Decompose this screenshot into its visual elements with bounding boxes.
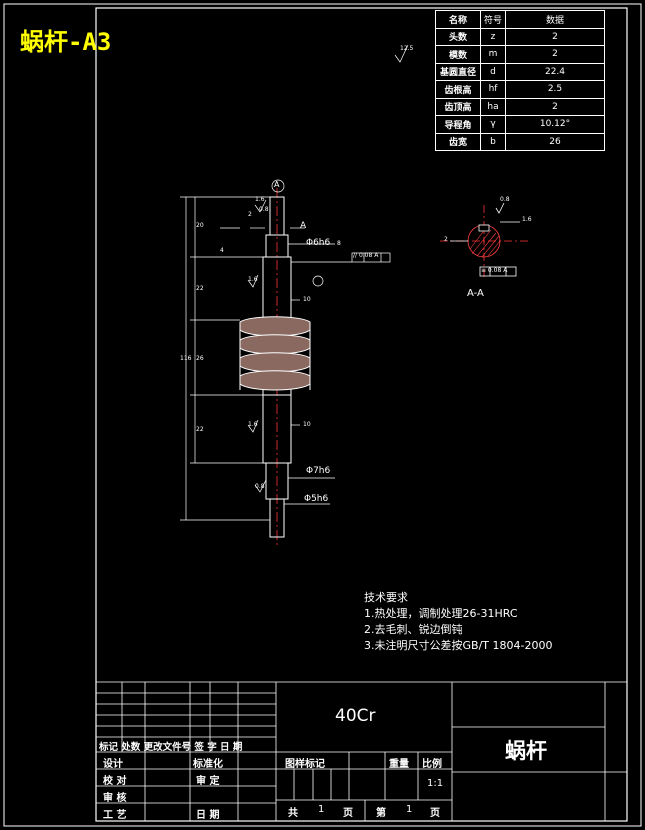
- header-name: 名称: [435, 10, 481, 29]
- worm-shaft: [239, 188, 311, 545]
- material-label: 40Cr: [335, 706, 376, 726]
- row-name: 齿宽: [435, 132, 481, 151]
- section-dim-top: 0.8: [500, 196, 510, 203]
- tech-req-item: 2.去毛刺、锐边倒钝: [364, 623, 463, 636]
- technical-requirements: 技术要求 1.热处理，调制处理26-31HRC 2.去毛刺、锐边倒钝 3.未注明…: [364, 590, 552, 654]
- dim-4-label: 4: [220, 247, 224, 254]
- section-dim-right: 1.6: [522, 216, 532, 223]
- scale-label: 比例: [422, 759, 442, 770]
- row-symbol: ha: [480, 97, 506, 116]
- sheets-total-value: 1: [318, 804, 325, 815]
- section-tolerance: ≡ 0.08 A: [481, 267, 508, 274]
- dim-20-label: 20: [196, 222, 204, 229]
- table-row: 齿宽 b 26: [435, 132, 605, 151]
- row-value: 22.4: [505, 62, 605, 81]
- dim-2-label: 2: [248, 211, 252, 218]
- roughness-1-label: 1.6: [255, 196, 265, 203]
- dim-10b-label: 10: [303, 421, 311, 428]
- row-value: 2: [505, 27, 605, 46]
- row-symbol: γ: [480, 115, 506, 134]
- sheet-title: 蜗杆-A3: [20, 28, 112, 56]
- sheet-no-value: 1: [406, 804, 413, 815]
- outer-frame: [3, 3, 642, 827]
- dim-8-label: 8: [337, 240, 341, 247]
- row-name: 模数: [435, 45, 481, 64]
- process-label: 工 艺: [103, 810, 127, 821]
- row-value: 2: [505, 97, 605, 116]
- section-aa: [440, 202, 528, 278]
- section-label: A-A: [467, 288, 484, 299]
- roughness-symbols: [247, 44, 409, 493]
- parameter-table-header: 名称 符号 数据: [435, 10, 605, 29]
- dim-7h6-label: Φ7h6: [306, 466, 331, 476]
- roughness-2-label: 1.6: [248, 276, 258, 283]
- row-value: 2: [505, 45, 605, 64]
- standardize-label: 标准化: [193, 759, 223, 770]
- review-label: 审 定: [196, 776, 220, 787]
- roughness-3-label: 1.6: [248, 421, 258, 428]
- date-label: 日 期: [196, 810, 220, 821]
- row-symbol: d: [480, 62, 506, 81]
- tech-req-title: 技术要求: [364, 591, 408, 604]
- table-row: 导程角 γ 10.12°: [435, 115, 605, 134]
- sheet-unit2-label: 页: [430, 808, 440, 819]
- roughness-4-label: 0.8: [255, 483, 265, 490]
- inner-frame: [95, 7, 628, 822]
- dim-26-label: 26: [196, 355, 204, 362]
- datum-a-label: A: [274, 180, 280, 189]
- sheet-unit-label: 页: [343, 808, 353, 819]
- tech-req-item: 1.热处理，调制处理26-31HRC: [364, 607, 518, 620]
- table-row: 模数 m 2: [435, 45, 605, 64]
- row-name: 头数: [435, 27, 481, 46]
- row-symbol: z: [480, 27, 506, 46]
- dim-5h6-label: Φ5h6: [304, 494, 329, 504]
- row-value: 26: [505, 132, 605, 151]
- revision-header: 标记 处数 更改文件号 签 字 日 期: [99, 742, 243, 753]
- row-symbol: hf: [480, 80, 506, 99]
- row-name: 齿顶高: [435, 97, 481, 116]
- dim-6h6-label: Φ6h6: [306, 238, 331, 248]
- weight-label: 重量: [389, 759, 409, 770]
- roughness-5-label: 0.8: [259, 206, 269, 213]
- row-symbol: b: [480, 132, 506, 151]
- table-row: 齿根高 hf 2.5: [435, 80, 605, 99]
- section-dim-left: 2: [444, 236, 448, 243]
- sheets-total-label: 共: [288, 808, 298, 819]
- table-row: 齿顶高 ha 2: [435, 97, 605, 116]
- row-value: 10.12°: [505, 115, 605, 134]
- sheet-no-label: 第: [376, 808, 386, 819]
- design-label: 设计: [103, 759, 123, 770]
- scale-value: 1:1: [427, 778, 444, 789]
- row-value: 2.5: [505, 80, 605, 99]
- roughness-top-label: 12.5: [400, 45, 414, 52]
- section-marker-label: A: [300, 221, 307, 231]
- row-name: 基圆直径: [435, 62, 481, 81]
- header-value: 数据: [505, 10, 605, 29]
- dim-22b-label: 22: [196, 426, 204, 433]
- dim-116-label: 116: [180, 355, 192, 362]
- audit-label: 审 核: [103, 793, 127, 804]
- tolerance-frame-label: // 0.08 A: [353, 252, 379, 259]
- row-symbol: m: [480, 45, 506, 64]
- part-name: 蜗杆: [505, 739, 547, 763]
- stage-mark-label: 图样标记: [285, 759, 325, 770]
- dimension-lines: [180, 179, 391, 521]
- dim-10a-label: 10: [303, 296, 311, 303]
- table-row: 头数 z 2: [435, 27, 605, 46]
- row-name: 齿根高: [435, 80, 481, 99]
- parameter-table: 名称 符号 数据 头数 z 2 模数 m 2 基圆直径 d 22.4 齿根高 h…: [435, 10, 605, 168]
- dim-22a-label: 22: [196, 285, 204, 292]
- tech-req-item: 3.未注明尺寸公差按GB/T 1804-2000: [364, 639, 553, 652]
- table-row: 基圆直径 d 22.4: [435, 62, 605, 81]
- row-name: 导程角: [435, 115, 481, 134]
- header-symbol: 符号: [480, 10, 506, 29]
- check-label: 校 对: [103, 776, 127, 787]
- title-block-grid: [96, 681, 627, 821]
